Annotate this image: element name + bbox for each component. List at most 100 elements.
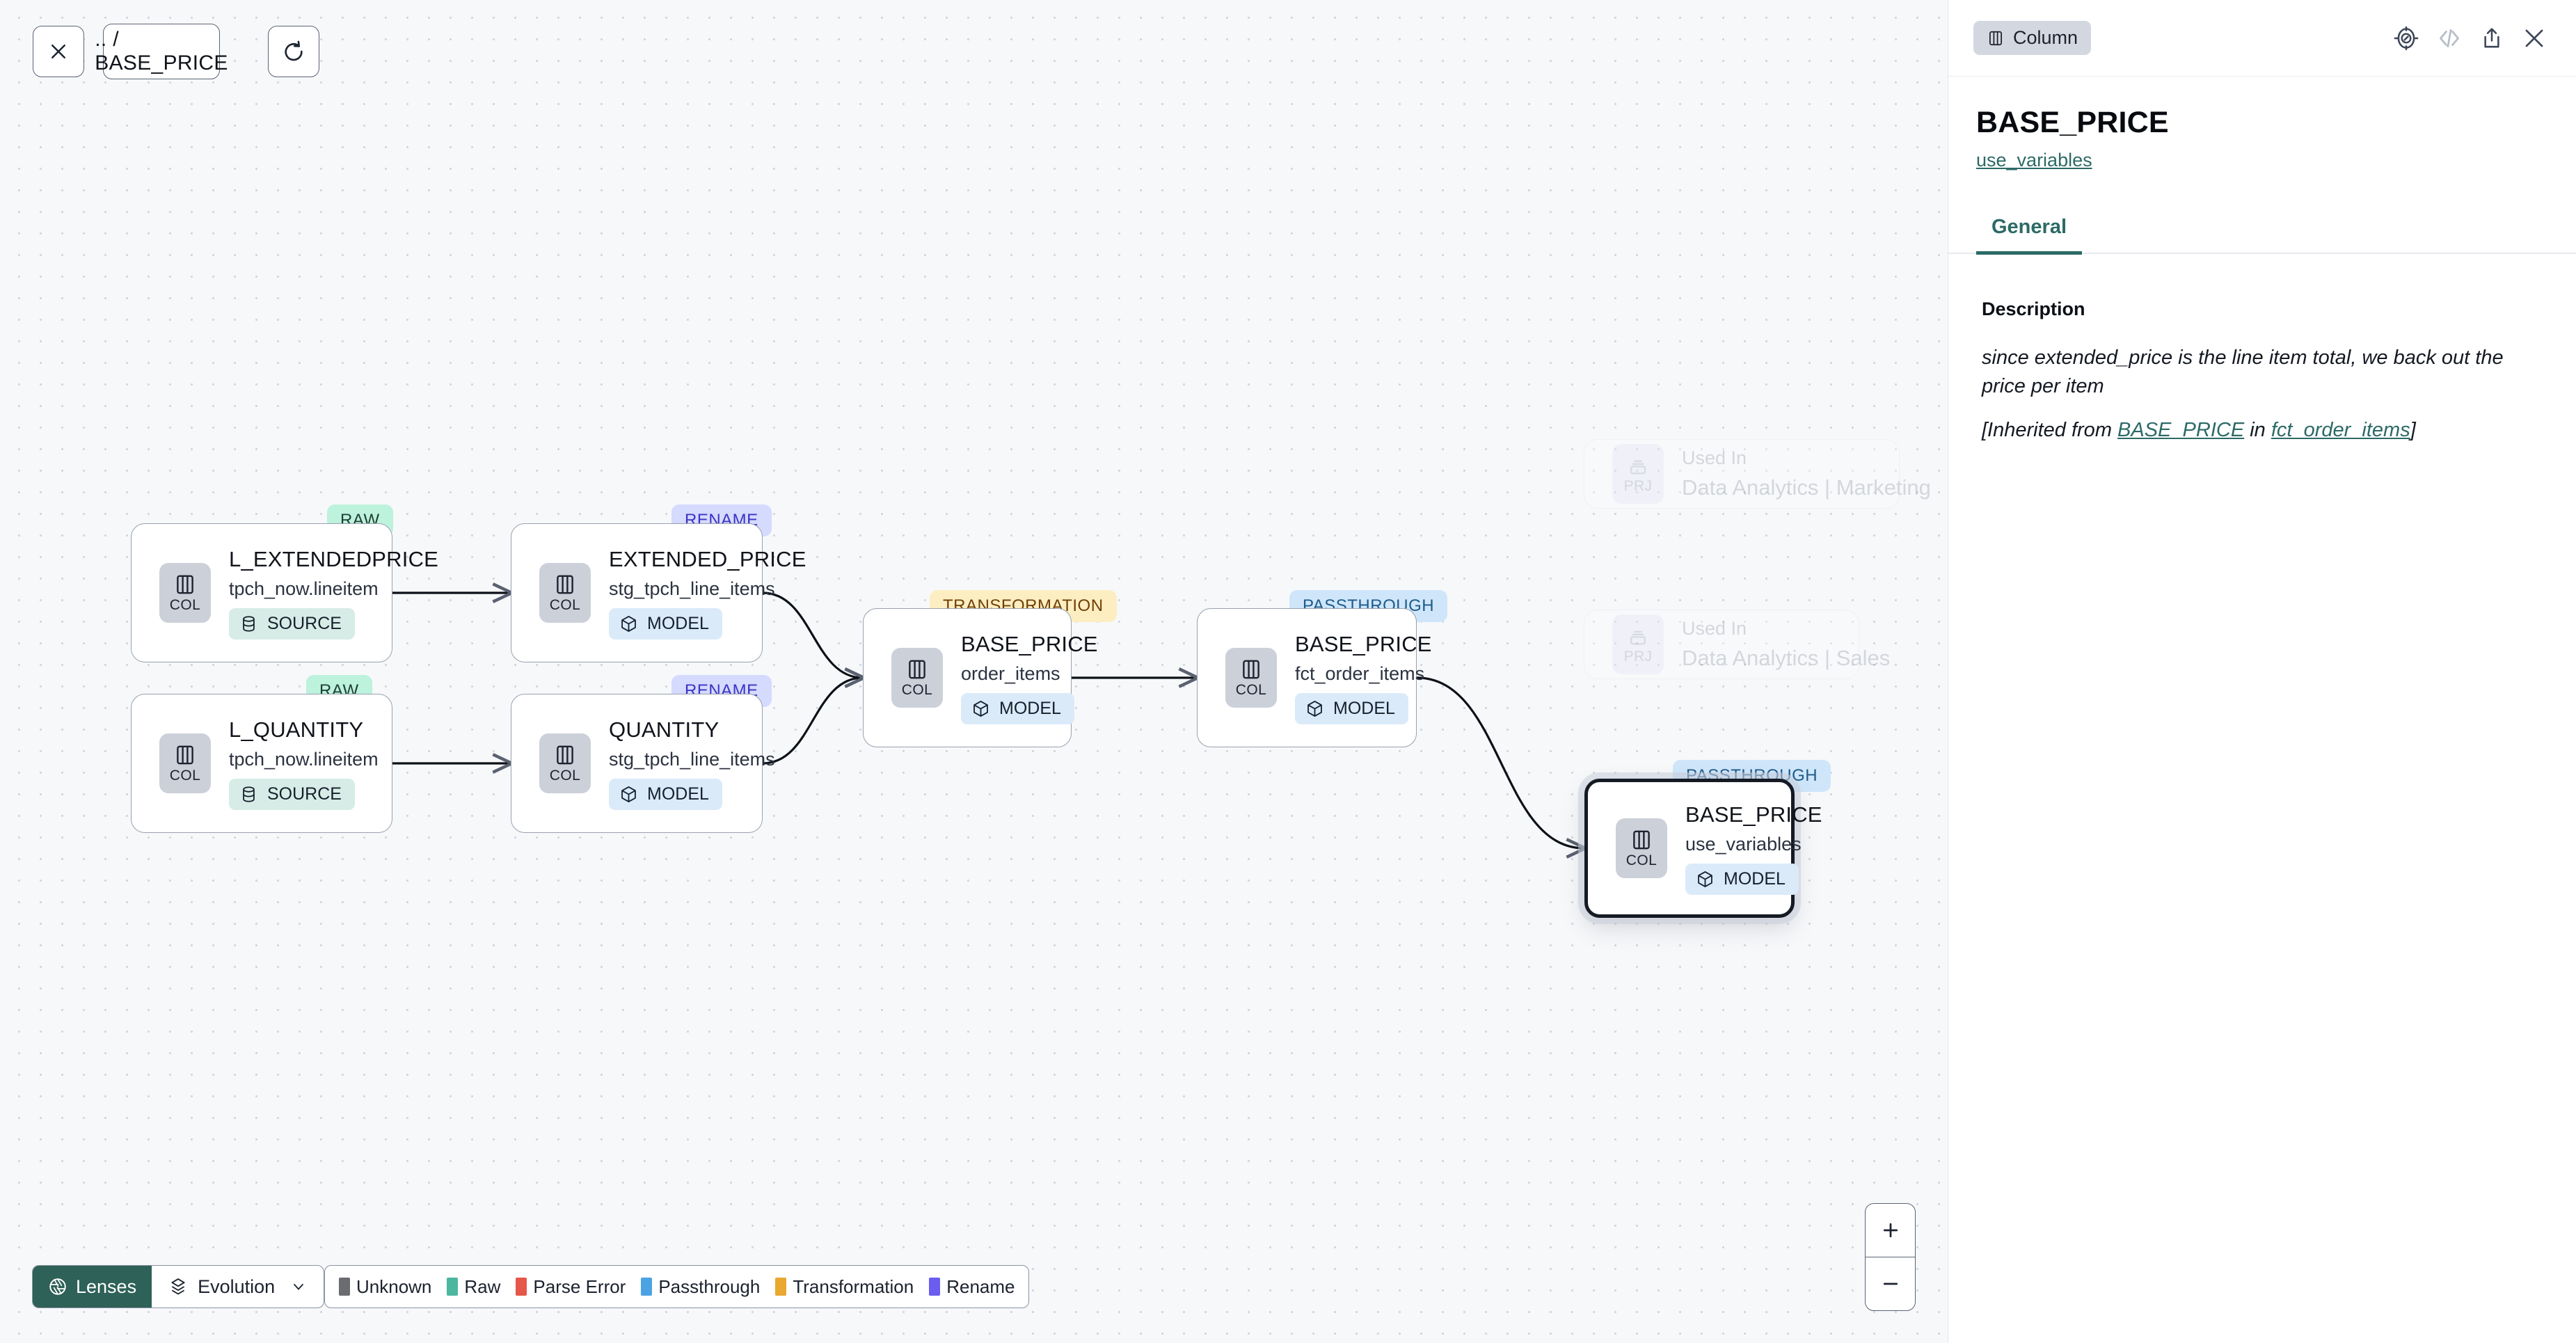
- zoom-out-button[interactable]: [1866, 1257, 1915, 1310]
- lenses-button[interactable]: Lenses: [33, 1266, 152, 1308]
- legend-item-raw[interactable]: Raw: [447, 1276, 500, 1298]
- entity-type-label: Column: [2013, 27, 2078, 48]
- used-in-label: Used In: [1682, 618, 1747, 639]
- zoom-controls[interactable]: [1865, 1203, 1916, 1311]
- legend-swatch: [447, 1278, 459, 1296]
- parent-model-link[interactable]: use_variables: [1976, 150, 2092, 170]
- lenses-label: Lenses: [76, 1276, 137, 1297]
- explore-icon[interactable]: [2394, 26, 2419, 51]
- breadcrumb[interactable]: .. / BASE_PRICE: [95, 24, 228, 79]
- inherited-column-link[interactable]: BASE_PRICE: [2117, 418, 2245, 441]
- node-title: BASE_PRICE: [1685, 802, 1822, 827]
- refresh-button[interactable]: [268, 26, 319, 77]
- materialization-badge: SOURCE: [229, 607, 355, 639]
- node-type-label: COL: [169, 767, 201, 784]
- used-in-name: Data Analytics | Marketing: [1682, 475, 1931, 500]
- close-icon: [51, 45, 65, 58]
- node-subtitle: tpch_now.lineitem: [229, 578, 379, 599]
- legend-label: Parse Error: [533, 1276, 626, 1297]
- graph-node-l-extendedprice[interactable]: COL L_EXTENDEDPRICE tpch_now.lineitem SOUR…: [131, 523, 438, 662]
- legend-label: Rename: [946, 1276, 1015, 1297]
- legend-item-parse-error[interactable]: Parse Error: [516, 1276, 626, 1298]
- close-graph-button[interactable]: [33, 26, 84, 77]
- project-icon: [1630, 460, 1646, 475]
- description-text: since extended_price is the line item to…: [1982, 346, 2504, 397]
- database-icon: [243, 786, 255, 802]
- node-type-badge: COL: [539, 563, 591, 623]
- column-icon: [177, 745, 193, 764]
- column-icon: [909, 660, 925, 678]
- chevron-down-icon: [294, 1284, 304, 1290]
- node-title: QUANTITY: [609, 717, 719, 742]
- tab-general[interactable]: General: [1976, 216, 2082, 255]
- node-type-label: COL: [549, 767, 581, 784]
- legend-label: Raw: [464, 1276, 501, 1297]
- materialization-label: MODEL: [647, 784, 709, 804]
- lens-legend: Unknown Raw Parse Error Passthrough Transfor…: [324, 1265, 1030, 1308]
- legend-item-transformation[interactable]: Transformation: [775, 1276, 914, 1298]
- cube-icon: [973, 700, 988, 717]
- column-icon: [1633, 830, 1650, 849]
- evolution-selector[interactable]: Evolution: [152, 1266, 324, 1308]
- used-in-body: Used In Data Analytics | Sales: [1682, 618, 1890, 671]
- project-type-label: PRJ: [1623, 477, 1653, 494]
- node-subtitle: order_items: [961, 662, 1060, 684]
- evolution-label: Evolution: [198, 1276, 276, 1297]
- node-subtitle: tpch_now.lineitem: [229, 748, 379, 770]
- cube-icon: [621, 786, 636, 802]
- cube-icon: [1307, 700, 1322, 717]
- materialization-badge: MODEL: [609, 607, 722, 639]
- used-in-node-used-in-sales[interactable]: PRJ Used In Data Analytics | Sales: [1584, 610, 1890, 679]
- close-icon[interactable]: [2522, 26, 2547, 51]
- column-icon: [1243, 660, 1259, 678]
- node-title: L_EXTENDEDPRICE: [229, 546, 439, 571]
- node-type-label: COL: [1235, 681, 1267, 698]
- legend-swatch: [929, 1278, 941, 1296]
- panel-header: Column: [1948, 0, 2576, 77]
- node-title: L_QUANTITY: [229, 717, 364, 742]
- database-icon: [243, 615, 255, 632]
- share-icon[interactable]: [2480, 26, 2504, 50]
- used-in-name: Data Analytics | Sales: [1682, 646, 1891, 670]
- materialization-badge: MODEL: [1685, 863, 1799, 895]
- legend-label: Transformation: [793, 1276, 914, 1297]
- node-type-label: COL: [169, 596, 201, 613]
- node-type-badge: COL: [539, 733, 591, 793]
- node-title: BASE_PRICE: [961, 631, 1098, 656]
- inherited-model-link[interactable]: fct_order_items: [2271, 418, 2410, 441]
- edge-quantity-baseprice: [762, 678, 863, 765]
- legend-item-rename[interactable]: Rename: [929, 1276, 1015, 1298]
- zoom-in-button[interactable]: [1866, 1204, 1915, 1257]
- legend-item-unknown[interactable]: Unknown: [339, 1276, 431, 1298]
- inherited-prefix: [Inherited from: [1982, 418, 2118, 441]
- lenses-toolbar[interactable]: Lenses Evolution: [32, 1265, 325, 1308]
- materialization-badge: MODEL: [961, 692, 1074, 724]
- node-subtitle: fct_order_items: [1295, 662, 1425, 684]
- legend-label: Passthrough: [658, 1276, 761, 1297]
- materialization-label: MODEL: [1724, 868, 1786, 889]
- project-type-badge: PRJ: [1612, 444, 1664, 504]
- graph-node-quantity[interactable]: COL QUANTITY stg_tpch_line_items MODEL: [511, 694, 775, 833]
- materialization-label: MODEL: [647, 613, 709, 633]
- code-icon[interactable]: [2437, 26, 2462, 51]
- edge-fct-usevariables: [1416, 676, 1584, 848]
- entity-type-chip[interactable]: Column: [1973, 21, 2092, 55]
- panel-tabs: General: [1948, 216, 2576, 255]
- materialization-label: MODEL: [999, 698, 1061, 718]
- layers-icon: [171, 1278, 185, 1295]
- legend-item-passthrough[interactable]: Passthrough: [641, 1276, 760, 1298]
- graph-node-base-price-order-items[interactable]: COL BASE_PRICE order_items MODEL: [863, 608, 1098, 747]
- project-type-label: PRJ: [1623, 648, 1653, 665]
- project-type-badge: PRJ: [1612, 614, 1664, 674]
- node-subtitle: stg_tpch_line_items: [609, 748, 775, 770]
- node-type-badge: COL: [891, 648, 943, 708]
